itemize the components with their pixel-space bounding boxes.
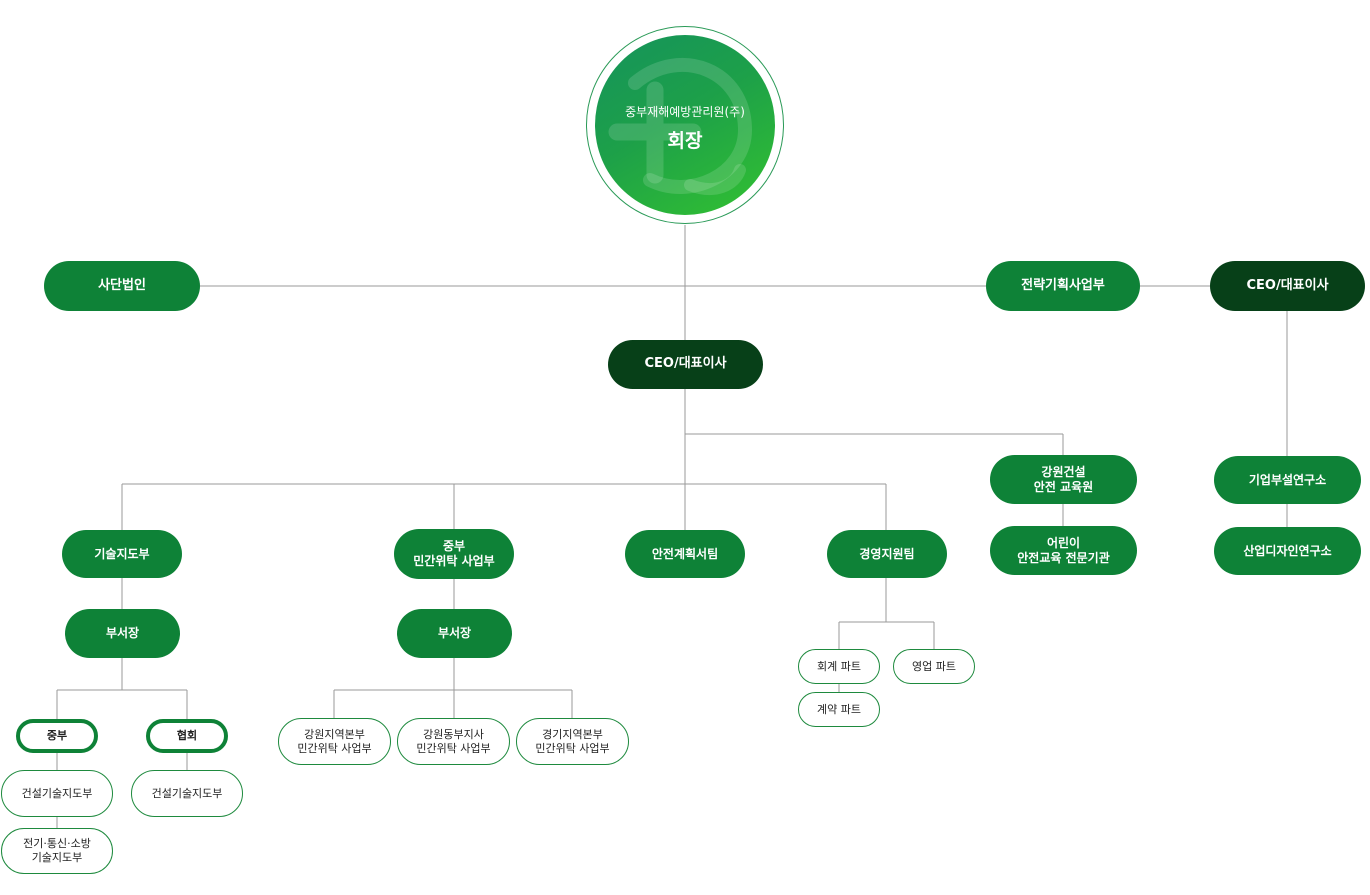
assoc-node: 협회 bbox=[146, 719, 228, 753]
private-sub3-line2: 민간위탁 사업부 bbox=[535, 741, 610, 755]
accounting-part-label: 회계 파트 bbox=[817, 659, 861, 673]
private-sub1-line1: 강원지역본부 bbox=[304, 727, 365, 741]
ceo-right-node: CEO/대표이사 bbox=[1210, 261, 1365, 311]
private-head-node: 부서장 bbox=[397, 609, 512, 658]
gangwon-edu-line2: 안전 교육원 bbox=[1033, 479, 1094, 494]
private-dept-node: 중부 민간위탁 사업부 bbox=[394, 529, 514, 579]
private-sub2-line2: 민간위탁 사업부 bbox=[416, 741, 491, 755]
child-safety-line1: 어린이 bbox=[1046, 535, 1081, 550]
ceo-right-label: CEO/대표이사 bbox=[1246, 277, 1329, 293]
strategy-label: 전략기획사업부 bbox=[1021, 277, 1105, 293]
tech-head-label: 부서장 bbox=[105, 626, 140, 640]
private-dept-line1: 중부 bbox=[442, 539, 466, 553]
child-safety-line2: 안전교육 전문기관 bbox=[1017, 550, 1110, 565]
association-node: 사단법인 bbox=[44, 261, 200, 311]
corporate-lab-node: 기업부설연구소 bbox=[1214, 456, 1361, 504]
construction-left-label: 건설기술지도부 bbox=[21, 786, 93, 800]
safety-team-node: 안전계획서팀 bbox=[625, 530, 745, 578]
ceo-main-label: CEO/대표이사 bbox=[644, 356, 727, 372]
tech-dept-node: 기술지도부 bbox=[62, 530, 182, 578]
management-team-node: 경영지원팀 bbox=[827, 530, 947, 578]
private-sub3-line1: 경기지역본부 bbox=[542, 727, 603, 741]
ceo-main-node: CEO/대표이사 bbox=[608, 340, 763, 389]
private-sub1-line2: 민간위탁 사업부 bbox=[297, 741, 372, 755]
electric-line2: 기술지도부 bbox=[31, 851, 83, 864]
accounting-part-node: 회계 파트 bbox=[798, 649, 880, 684]
corporate-lab-label: 기업부설연구소 bbox=[1248, 472, 1327, 487]
gangwon-edu-node: 강원건설 안전 교육원 bbox=[990, 455, 1137, 504]
central-label: 중부 bbox=[46, 729, 68, 743]
construction-right-node: 건설기술지도부 bbox=[131, 770, 243, 817]
chairman-circle: 중부재해예방관리원(주) 회장 bbox=[595, 35, 775, 215]
child-safety-node: 어린이 안전교육 전문기관 bbox=[990, 526, 1137, 575]
strategy-node: 전략기획사업부 bbox=[986, 261, 1140, 311]
electric-node: 전기·통신·소방 기술지도부 bbox=[1, 828, 113, 874]
private-dept-line2: 민간위탁 사업부 bbox=[413, 554, 495, 568]
central-node: 중부 bbox=[16, 719, 98, 753]
association-label: 사단법인 bbox=[98, 277, 146, 293]
tech-dept-label: 기술지도부 bbox=[94, 546, 150, 561]
private-sub3-node: 경기지역본부 민간위탁 사업부 bbox=[516, 718, 629, 765]
construction-right-label: 건설기술지도부 bbox=[151, 786, 223, 800]
management-team-label: 경영지원팀 bbox=[859, 546, 915, 561]
private-sub1-node: 강원지역본부 민간위탁 사업부 bbox=[278, 718, 391, 765]
assoc-label: 협회 bbox=[176, 729, 198, 743]
design-lab-label: 산업디자인연구소 bbox=[1243, 543, 1332, 558]
safety-team-label: 안전계획서팀 bbox=[651, 546, 719, 561]
private-sub2-node: 강원동부지사 민간위탁 사업부 bbox=[397, 718, 510, 765]
contract-part-label: 계약 파트 bbox=[817, 702, 861, 716]
construction-left-node: 건설기술지도부 bbox=[1, 770, 113, 817]
tech-head-node: 부서장 bbox=[65, 609, 180, 658]
chairman-title: 회장 bbox=[667, 130, 703, 152]
design-lab-node: 산업디자인연구소 bbox=[1214, 527, 1361, 575]
chairman-org: 중부재해예방관리원(주) bbox=[625, 105, 745, 119]
private-head-label: 부서장 bbox=[437, 626, 472, 640]
sales-part-node: 영업 파트 bbox=[893, 649, 975, 684]
private-sub2-line1: 강원동부지사 bbox=[423, 727, 484, 741]
sales-part-label: 영업 파트 bbox=[912, 659, 956, 673]
gangwon-edu-line1: 강원건설 bbox=[1041, 464, 1086, 479]
logo-watermark-icon bbox=[608, 58, 753, 195]
electric-line1: 전기·통신·소방 bbox=[23, 837, 91, 851]
chairman-node: 중부재해예방관리원(주) 회장 bbox=[586, 26, 784, 224]
contract-part-node: 계약 파트 bbox=[798, 692, 880, 727]
